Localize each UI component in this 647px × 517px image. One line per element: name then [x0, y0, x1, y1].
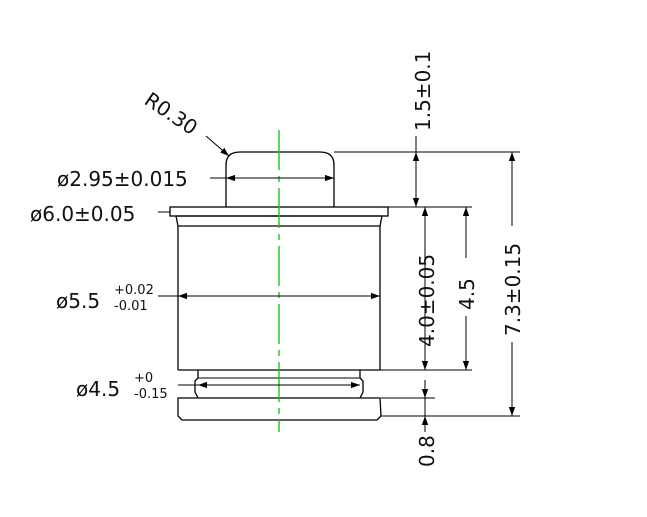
- overall-height-label: 7.3±0.15: [501, 243, 525, 336]
- body-dia-upper-tol: +0.02: [114, 283, 154, 298]
- body-dia-label: ø5.5: [56, 289, 100, 313]
- radius-leader: [205, 135, 230, 157]
- base-height-label: 0.8: [415, 435, 439, 467]
- radius-label: R0.30: [140, 87, 202, 140]
- body-dia-lower-tol: -0.01: [114, 299, 148, 314]
- flange-bottom-label: 4.5: [455, 278, 479, 310]
- groove-dia-lower-tol: -0.15: [134, 387, 168, 402]
- base-outline: [177, 397, 382, 421]
- top-height-label: 1.5±0.1: [411, 51, 435, 131]
- groove-dia-label: ø4.5: [76, 377, 120, 401]
- flange-dia-label: ø6.0±0.05: [30, 202, 135, 226]
- extension-lines: [334, 151, 520, 417]
- top-cap-outline: [225, 151, 335, 207]
- groove-outline: [194, 370, 364, 399]
- body-height-label: 4.0±0.05: [415, 254, 439, 347]
- top-dia-label: ø2.95±0.015: [57, 167, 188, 191]
- groove-dia-upper-tol: +0: [134, 371, 153, 386]
